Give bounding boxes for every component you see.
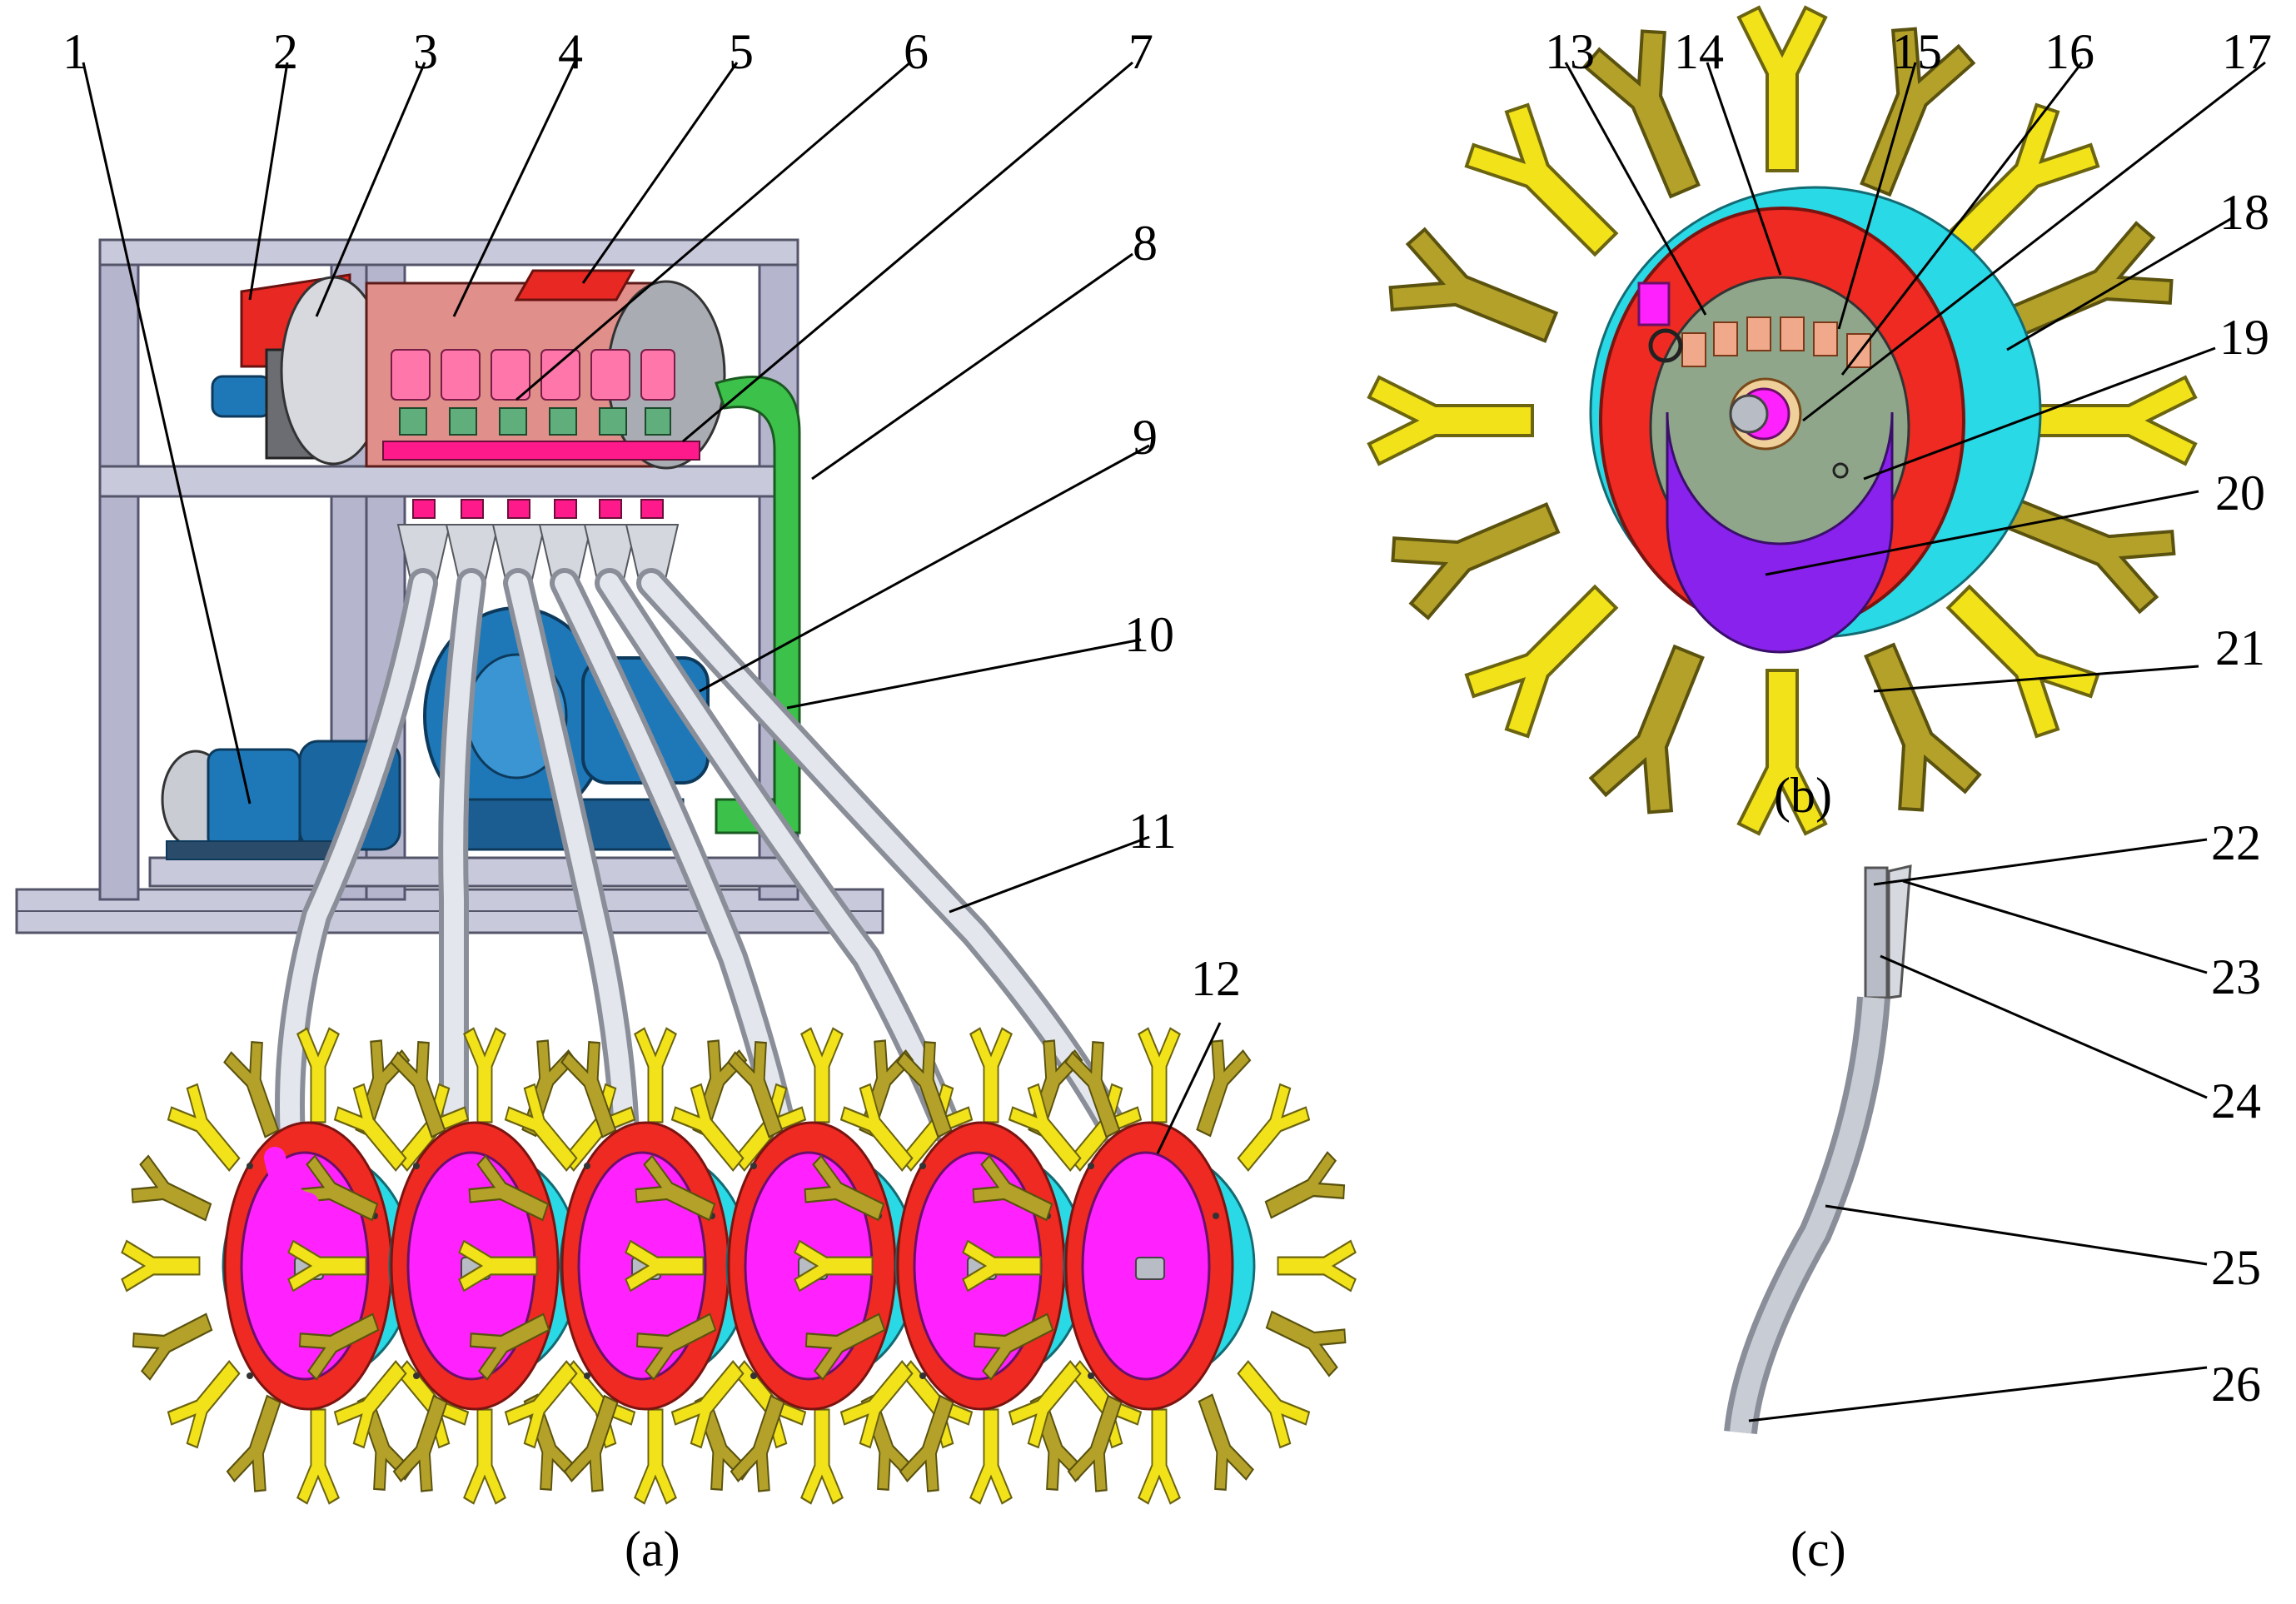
distribution-plate [382, 441, 700, 461]
callout-22: 22 [2211, 815, 2261, 870]
callout-9: 9 [1133, 410, 1158, 465]
callout-26: 26 [2211, 1357, 2261, 1412]
panel-a-seeder-assembly [15, 238, 1356, 1503]
drum-seed-cells [391, 349, 675, 401]
planting-wheels [122, 1029, 1355, 1503]
drum-green-pockets [399, 407, 671, 436]
callout-19: 19 [2219, 310, 2269, 365]
callout-18: 18 [2219, 185, 2269, 240]
callout-7: 7 [1128, 24, 1153, 79]
caption-c: (c) [1790, 1522, 1846, 1577]
tube-nozzle [264, 1147, 319, 1214]
callout-14: 14 [1674, 24, 1724, 79]
connector-ring [1648, 328, 1683, 363]
callout-6: 6 [904, 24, 929, 79]
frame-post [98, 240, 140, 901]
callout-16: 16 [2044, 24, 2094, 79]
shaft [1729, 394, 1769, 434]
callout-4: 4 [558, 24, 583, 79]
callout-23: 23 [2211, 949, 2261, 1004]
top-frame [98, 238, 799, 267]
callout-11: 11 [1128, 804, 1177, 859]
seed-outlets [412, 499, 664, 519]
callout-10: 10 [1124, 607, 1174, 662]
callout-25: 25 [2211, 1240, 2261, 1295]
callout-8: 8 [1133, 216, 1158, 271]
callout-1: 1 [62, 24, 87, 79]
callout-12: 12 [1191, 951, 1241, 1006]
caption-a: (a) [625, 1522, 680, 1577]
planting-wheel [963, 1029, 1355, 1503]
upper-deck-beam [98, 465, 799, 498]
gear-motor [161, 740, 401, 860]
callout-20: 20 [2215, 466, 2265, 521]
caption-b: (b) [1774, 768, 1832, 823]
callout-24: 24 [2211, 1073, 2261, 1128]
callout-3: 3 [413, 24, 438, 79]
tube-inlet-left [1864, 866, 1889, 999]
callout-13: 13 [1545, 24, 1595, 79]
drum-top-cover [514, 269, 635, 301]
callout-2: 2 [273, 24, 298, 79]
tube-inlet-right [1887, 864, 1912, 999]
callout-15: 15 [1892, 24, 1942, 79]
callout-5: 5 [729, 24, 754, 79]
leader-lines [82, 61, 2266, 1422]
tube-connector [1637, 281, 1671, 326]
panel-b-wheel-detail [1369, 7, 2195, 834]
shaft-coupling [211, 375, 272, 418]
callout-numbers: 1 2 3 4 5 6 7 8 9 10 11 12 13 14 15 16 1… [62, 24, 2272, 1412]
callout-21: 21 [2215, 620, 2265, 675]
panel-c-seed-tube [1724, 864, 1912, 1435]
seed-funnels [396, 524, 680, 584]
callout-17: 17 [2222, 24, 2272, 79]
inner-plate-purple [1666, 411, 1894, 654]
